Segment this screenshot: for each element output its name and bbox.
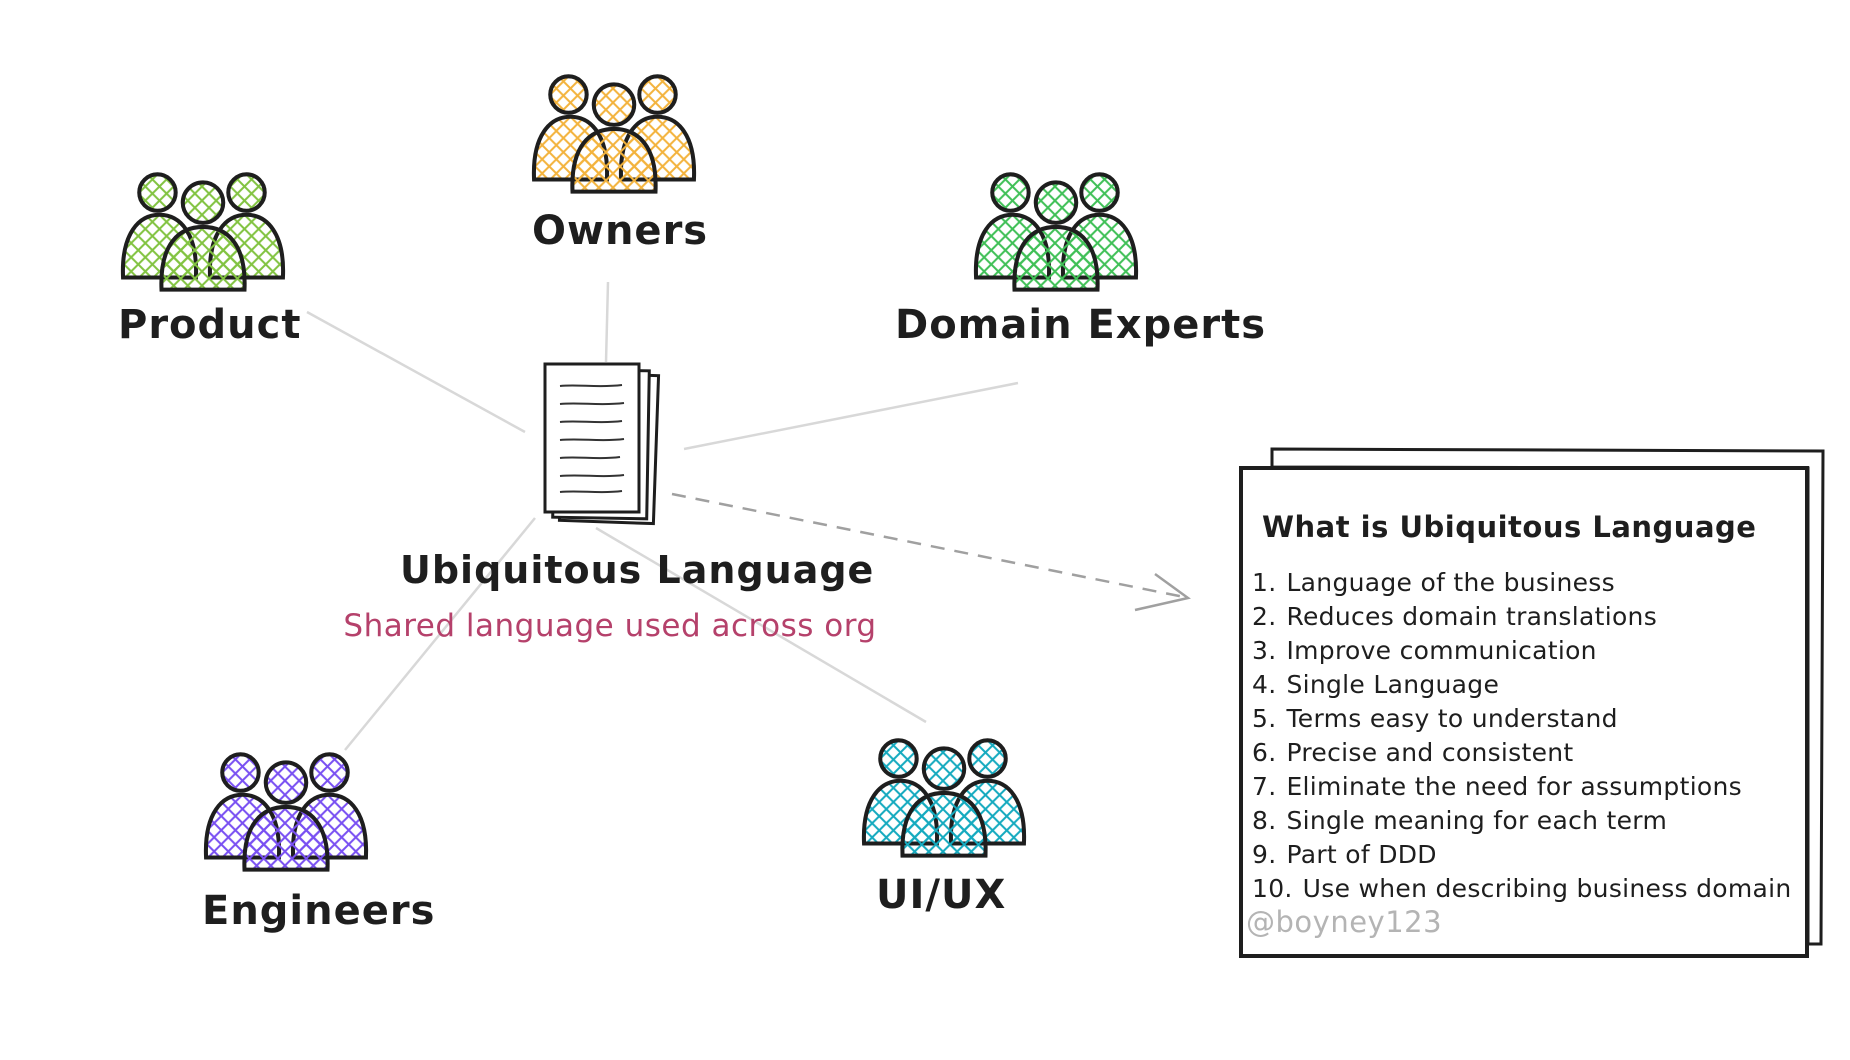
uiux-people-icon (864, 740, 1024, 855)
list-item-text: Eliminate the need for assumptions (1286, 772, 1743, 801)
list-item-number: 1. (1252, 568, 1277, 597)
connector-owners (604, 281, 610, 363)
list-item-text: Single Language (1286, 670, 1500, 699)
owners-people-icon (534, 76, 694, 191)
list-item-number: 10. (1252, 874, 1293, 903)
list-item-text: Part of DDD (1286, 840, 1437, 869)
list-item-number: 9. (1252, 840, 1277, 869)
list-item-number: 8. (1252, 806, 1277, 835)
list-item: 3. Improve communication (1252, 634, 1792, 668)
list-item: 9. Part of DDD (1252, 838, 1792, 872)
product-label: Product (118, 302, 302, 348)
info-card-front-sheet (1239, 466, 1809, 958)
center-title: Ubiquitous Language (400, 548, 875, 592)
list-item-text: Reduces domain translations (1286, 602, 1658, 631)
engineers-label: Engineers (202, 888, 436, 934)
list-item-number: 4. (1252, 670, 1277, 699)
list-item: 6. Precise and consistent (1252, 736, 1792, 770)
list-item-text: Terms easy to understand (1286, 704, 1618, 733)
card-title: What is Ubiquitous Language (1262, 510, 1757, 544)
center-subtitle: Shared language used across org (343, 608, 877, 644)
list-item: 5. Terms easy to understand (1252, 702, 1792, 736)
list-item: 1. Language of the business (1252, 566, 1792, 600)
list-item: 10. Use when describing business domain (1252, 872, 1792, 906)
list-item-number: 2. (1252, 602, 1277, 631)
connector-lines (306, 281, 1019, 751)
card-list: 1. Language of the business 2. Reduces dom… (1252, 566, 1792, 906)
list-item-number: 6. (1252, 738, 1277, 767)
list-item-number: 3. (1252, 636, 1277, 665)
uiux-label: UI/UX (876, 872, 1007, 918)
dashed-arrow (671, 492, 1191, 612)
list-item-text: Language of the business (1286, 568, 1615, 597)
author-watermark: @boyney123 (1246, 905, 1443, 939)
list-item-text: Precise and consistent (1286, 738, 1574, 767)
list-item-text: Improve communication (1286, 636, 1597, 665)
list-item-text: Single meaning for each term (1286, 806, 1668, 835)
connector-engineers (344, 517, 536, 751)
connector-product (306, 310, 526, 434)
connector-uiux (595, 526, 927, 724)
domain-experts-people-icon (976, 174, 1136, 289)
list-item-number: 5. (1252, 704, 1277, 733)
info-card (1239, 447, 1825, 958)
list-item: 8. Single meaning for each term (1252, 804, 1792, 838)
document-stack-icon (543, 362, 661, 526)
list-item-text: Use when describing business domain (1302, 874, 1792, 903)
list-item: 4. Single Language (1252, 668, 1792, 702)
domain-experts-label: Domain Experts (895, 302, 1267, 348)
list-item-number: 7. (1252, 772, 1277, 801)
connector-domain (683, 381, 1019, 451)
list-item: 7. Eliminate the need for assumptions (1252, 770, 1792, 804)
product-people-icon (123, 174, 283, 289)
list-item: 2. Reduces domain translations (1252, 600, 1792, 634)
engineers-people-icon (206, 754, 366, 869)
owners-label: Owners (532, 208, 709, 254)
